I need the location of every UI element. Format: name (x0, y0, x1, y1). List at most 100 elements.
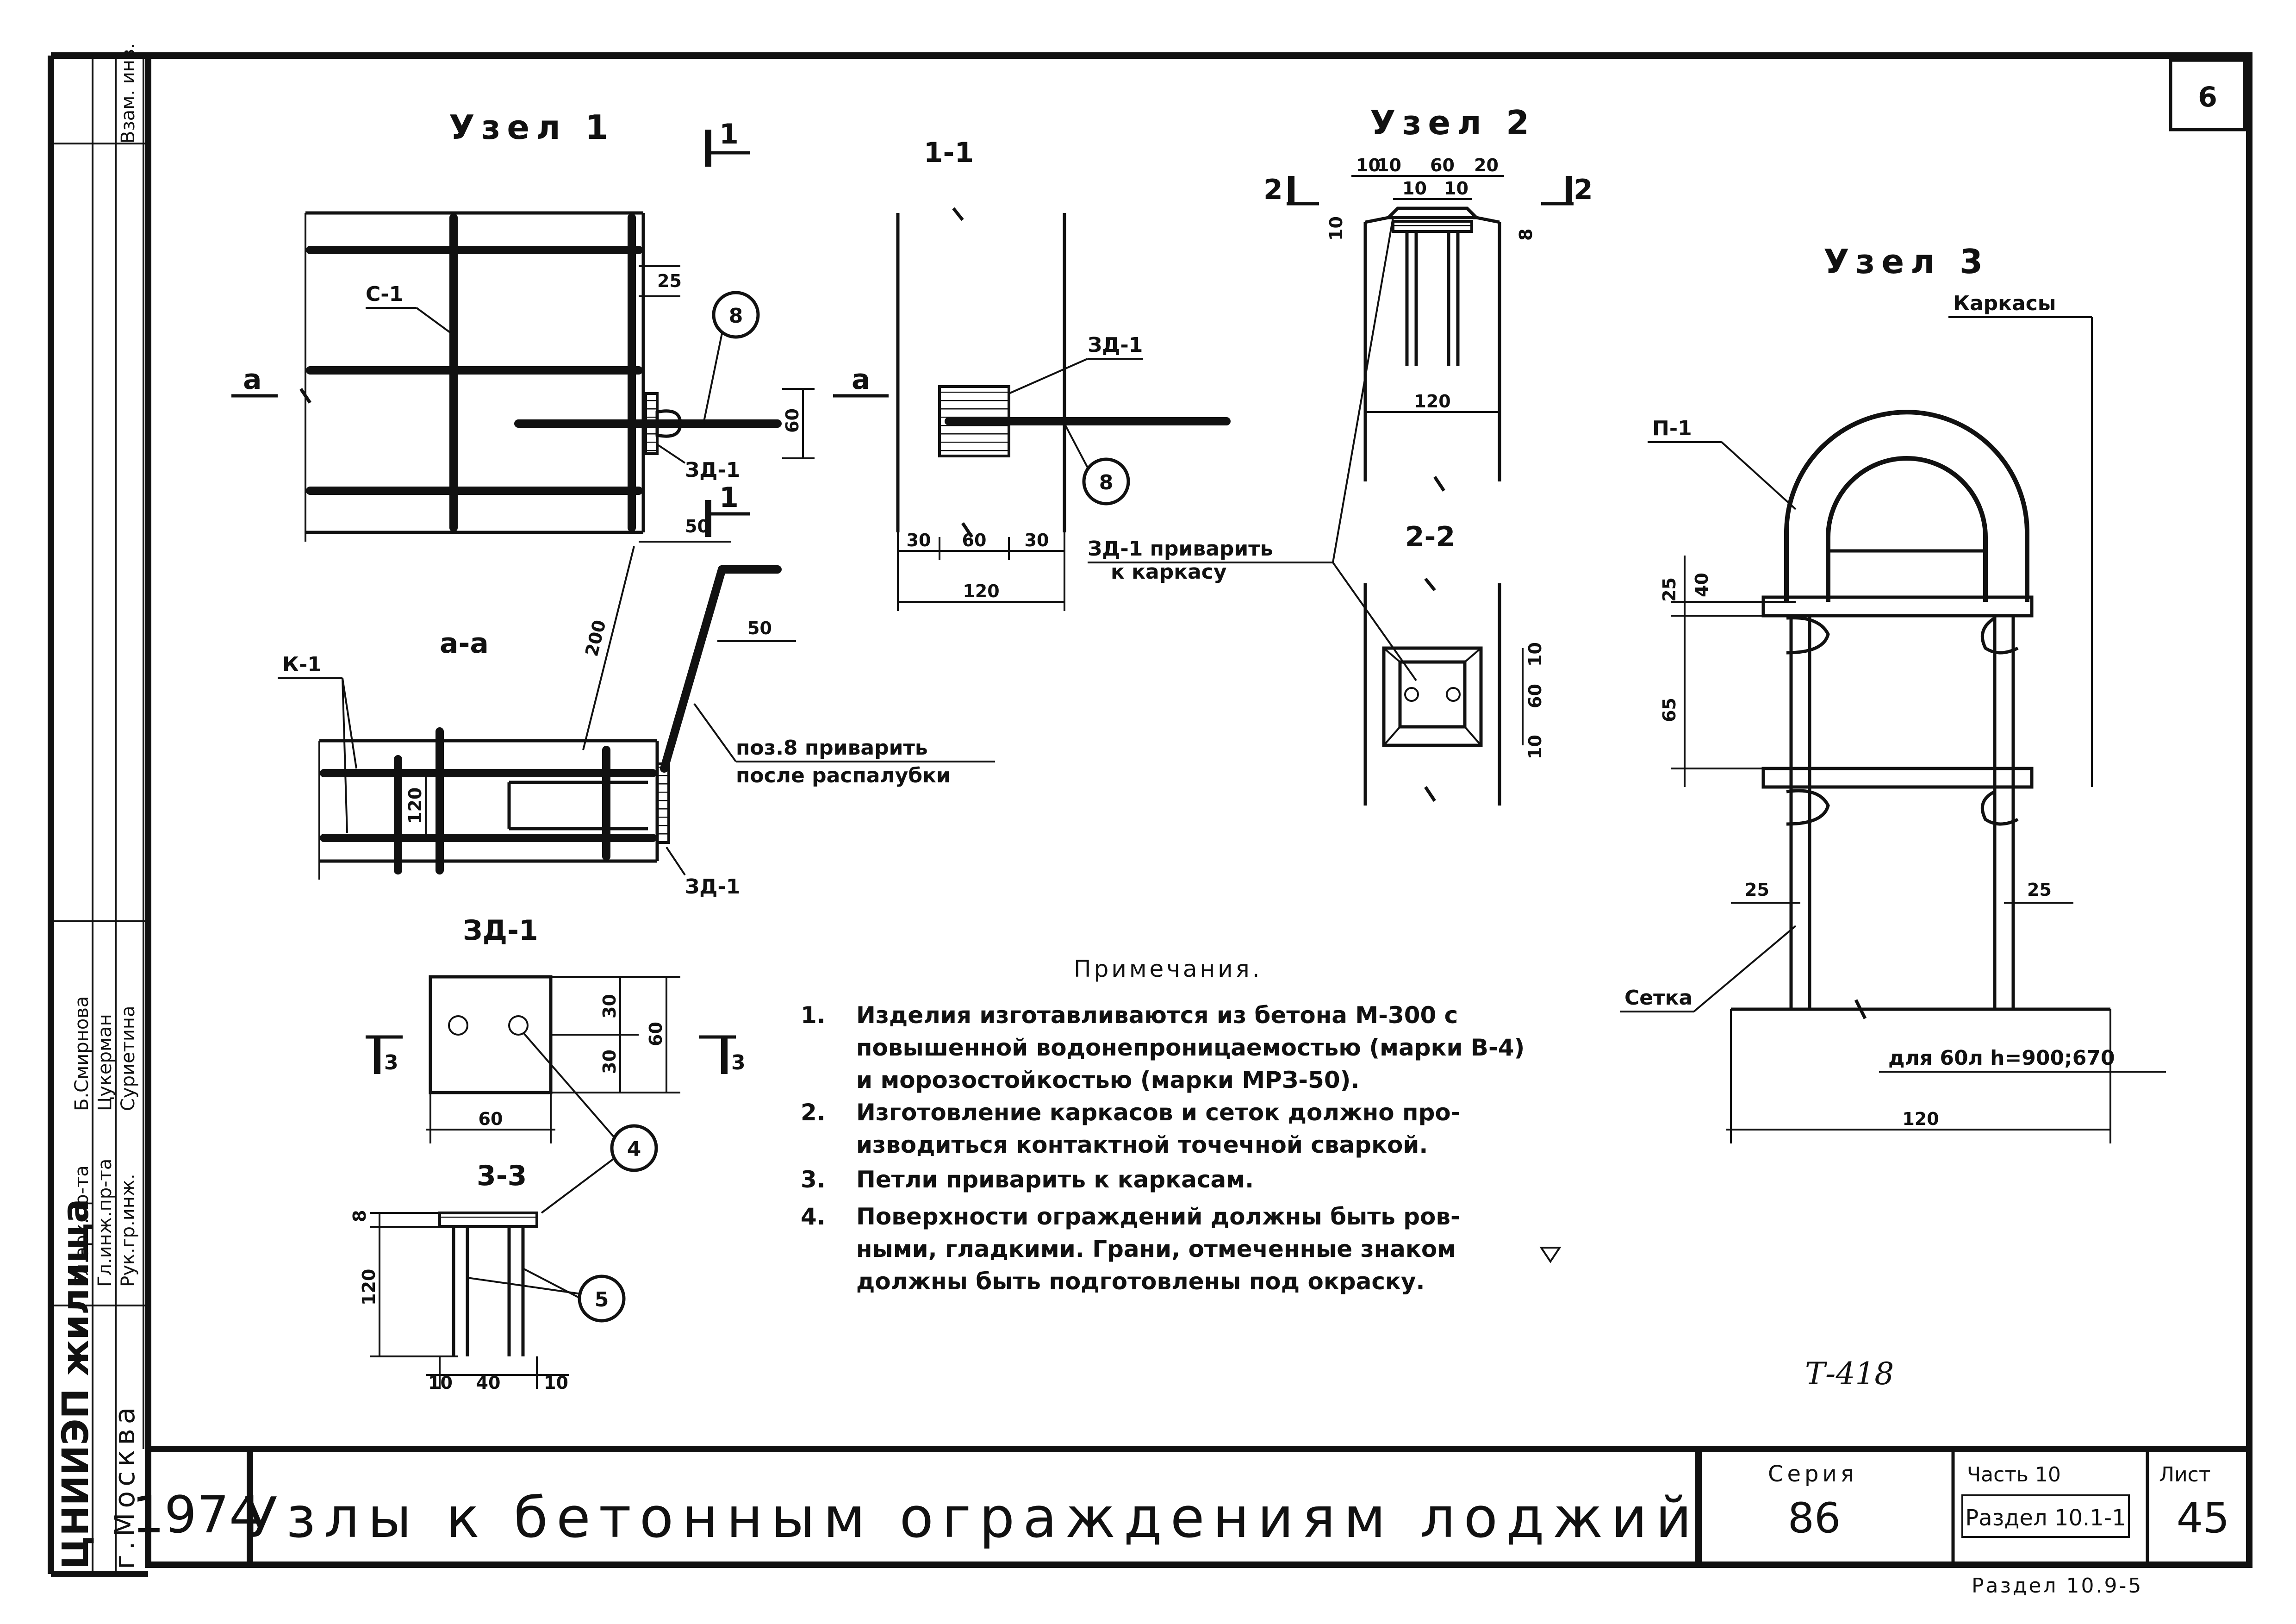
uzel1-label-zd1: ЗД-1 (685, 458, 740, 482)
view-uzel-3: Узел 3 Каркасы П-1 Сетка 40 25 65 (1620, 242, 2166, 1143)
note-3-line-1: Петли приварить к каркасам. (856, 1166, 1254, 1193)
title-main: Узлы к бетонным ограждениям лоджий (244, 1486, 1700, 1550)
uzel2-weld-line2: к каркасу (1111, 560, 1227, 584)
aa-label-zd1: ЗД-1 (685, 875, 740, 899)
zd1-bubble-4: 4 (627, 1137, 641, 1161)
sec11-dim-30a: 30 (907, 530, 931, 550)
notes-heading: Примечания. (1074, 956, 1263, 982)
title-sheet-label: Лист (2159, 1463, 2211, 1487)
title-section-value: Раздел 10.1-1 (1965, 1505, 2126, 1531)
uzel3-label-karkasy: Каркасы (1953, 292, 2056, 315)
note-2-num: 2. (801, 1099, 826, 1126)
sec33-bubble-5: 5 (595, 1288, 609, 1312)
uzel2-dim-10e: 10 (1326, 216, 1346, 241)
sec11-bubble-8: 8 (1099, 471, 1114, 494)
aa-dim-200: 200 (581, 618, 610, 659)
view-uzel-2: Узел 2 120 10 10 60 20 10 10 10 8 2 2 ЗД… (1088, 103, 1593, 681)
uzel2-dim-10d: 10 (1444, 178, 1468, 199)
uzel3-title: Узел 3 (1823, 242, 1989, 281)
view-uzel-1: Узел 1 1 1 25 60 С-1 ЗД-1 (231, 108, 815, 542)
sec33-dim-8: 8 (349, 1210, 370, 1222)
uzel2-title: Узел 2 (1370, 103, 1536, 142)
org-name: ЦНИИЭП жилища (55, 1199, 97, 1569)
stamp-row-1: Гл.арх.пр-та (71, 1165, 93, 1287)
aa-title: а-а (440, 627, 489, 660)
note-1-num: 1. (801, 1002, 826, 1029)
uzel2-section-mark-right: 2 (1574, 174, 1593, 206)
note-2-line-2: изводиться контактной точечной сваркой. (856, 1131, 1428, 1158)
sec11-label-zd1: ЗД-1 (1088, 333, 1143, 357)
sheet-number: 6 (2198, 81, 2217, 113)
uzel1-section-mark-bottom: 1 (719, 481, 739, 514)
sheet-frame (48, 52, 2252, 1577)
aa-dim-50b: 50 (747, 618, 772, 638)
sec22-dim-60: 60 (1525, 684, 1545, 708)
side-label: Взам. инв. (118, 43, 139, 144)
zd1-section-mark-left: 3 (384, 1051, 398, 1074)
title-part-label: Часть 10 (1967, 1463, 2061, 1487)
view-section-1-1: 1-1 ЗД-1 8 а 30 60 30 120 (833, 137, 1231, 611)
uzel2-dim-60: 60 (1430, 155, 1455, 175)
sec11-dim-30b: 30 (1025, 530, 1049, 550)
title-block: 1974 Узлы к бетонным ограждениям лоджий … (132, 1461, 2229, 1598)
note-2-line-1: Изготовление каркасов и сеток должно про… (856, 1099, 1460, 1126)
drawing-code: Т-418 (1805, 1356, 1894, 1392)
sec33-title: 3-3 (477, 1160, 527, 1192)
stamp-name-1: Б.Смирнова (71, 996, 93, 1111)
note-1-line-2: повышенной водонепроницаемостью (марки В… (856, 1034, 1524, 1061)
sec11-title: 1-1 (924, 137, 974, 169)
uzel2-dim-10a: 10 (1356, 155, 1381, 175)
uzel1-bubble-8: 8 (729, 304, 743, 328)
stamp-row-3: Рук.гр.инж. (118, 1174, 139, 1287)
uzel1-bubble (712, 291, 760, 339)
sec11-axis-a: а (852, 363, 871, 396)
aa-dim-120: 120 (405, 787, 425, 824)
sec22-dim-10a: 10 (1525, 642, 1545, 667)
note-4-line-1: Поверхности ограждений должны быть ров- (856, 1203, 1460, 1230)
paint-mark-icon (1539, 1247, 1562, 1263)
sec33-dim-40: 40 (476, 1373, 501, 1393)
uzel2-weld-line1: ЗД-1 приварить (1088, 537, 1273, 561)
uzel3-label-height: для 60л h=900;670 (1888, 1046, 2115, 1070)
uzel3-dim-40: 40 (1692, 573, 1712, 597)
uzel1-axis-a: а (243, 363, 262, 396)
title-series-value: 86 (1788, 1494, 1841, 1543)
view-zd-1: ЗД-1 30 30 60 60 3 3 4 (366, 914, 746, 1214)
zd1-section-mark-right: 3 (731, 1051, 746, 1074)
note-1-line-3: и морозостойкостью (марки МРЗ-50). (856, 1067, 1359, 1093)
zd1-bubble (610, 1124, 658, 1172)
note-4-num: 4. (801, 1203, 826, 1230)
uzel3-dim-25v: 25 (1659, 577, 1680, 602)
sec33-dim-120: 120 (359, 1269, 379, 1305)
sec33-dim-10a: 10 (428, 1373, 453, 1393)
uzel2-dim-8: 8 (1516, 229, 1536, 241)
uzel2-dim-120: 120 (1414, 391, 1450, 412)
left-stamp: Взам. инв. Гл.арх.пр-та Гл.инж.пр-та Б.С… (51, 43, 148, 1574)
uzel3-dim-120: 120 (1902, 1109, 1939, 1129)
note-3-num: 3. (801, 1166, 826, 1193)
note-4-line-3: должны быть подготовлены под окраску. (856, 1268, 1425, 1295)
title-below-section: Раздел 10.9-5 (1972, 1574, 2143, 1598)
zd1-dim-60v: 60 (646, 1022, 666, 1046)
zd1-dim-30b: 30 (599, 1049, 620, 1074)
uzel1-dim-60: 60 (782, 408, 803, 433)
note-1-line-1: Изделия изготавливаются из бетона М-300 … (856, 1002, 1458, 1029)
aa-weld-line1: поз.8 приварить (736, 736, 928, 760)
title-series-label: Серия (1768, 1461, 1858, 1487)
zd1-dim-60h: 60 (479, 1109, 503, 1129)
sec11-bubble (1082, 457, 1130, 506)
aa-dim-50a: 50 (685, 516, 709, 537)
uzel3-label-p1: П-1 (1652, 417, 1692, 440)
uzel1-section-mark-top: 1 (719, 118, 739, 150)
stamp-name-2: Цукерман (94, 1014, 116, 1111)
sec22-title: 2-2 (1405, 521, 1455, 553)
title-year: 1974 (132, 1485, 261, 1544)
aa-weld-line2: после распалубки (736, 764, 951, 787)
sec33-dim-10b: 10 (544, 1373, 568, 1393)
stamp-row-2: Гл.инж.пр-та (94, 1159, 116, 1287)
aa-label-k1: К-1 (282, 653, 322, 676)
uzel3-dim-65: 65 (1659, 698, 1680, 722)
uzel2-dim-20: 20 (1474, 155, 1499, 175)
view-section-3-3: 3-3 8 120 10 40 10 5 (349, 1160, 626, 1393)
